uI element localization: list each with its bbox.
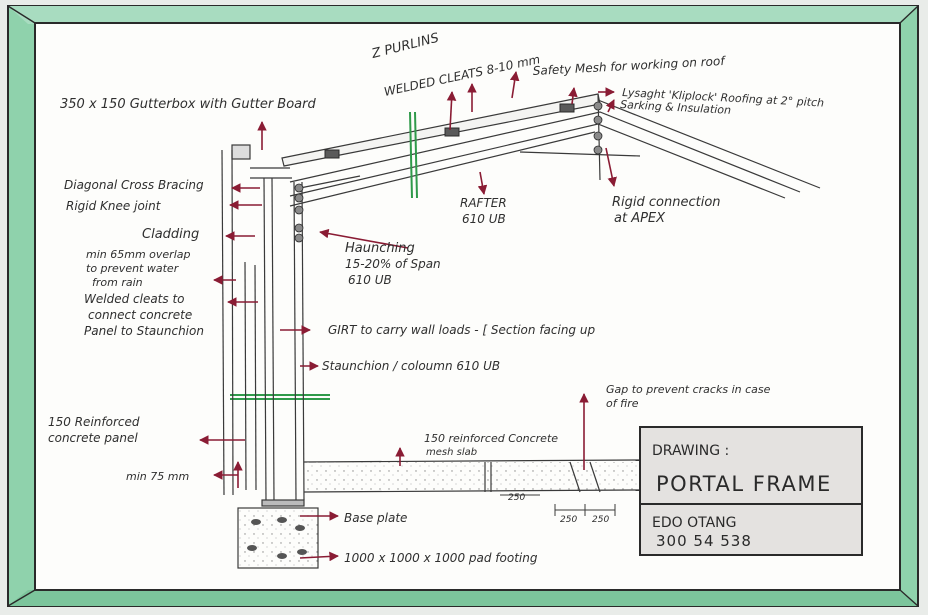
label-rafter-1: RAFTER <box>460 196 507 210</box>
title-block-title: PORTAL FRAME <box>656 472 832 496</box>
knee-joint-bolts <box>294 183 304 243</box>
label-haunching-2: 15-20% of Span <box>345 257 441 271</box>
label-dim-250-b: 250 <box>560 515 577 525</box>
label-slab-2: mesh slab <box>426 447 477 458</box>
green-border-bottom <box>8 590 918 606</box>
label-panel-1: 150 Reinforced <box>48 415 140 429</box>
roof-rafter <box>281 93 821 207</box>
label-dim-250-a: 250 <box>508 493 525 503</box>
label-base-plate: Base plate <box>344 511 407 525</box>
label-cleats-1: Welded cleats to <box>84 292 185 306</box>
floor-slab <box>303 459 641 493</box>
label-diagonal-bracing: Diagonal Cross Bracing <box>64 178 204 192</box>
label-overlap-1: min 65mm overlap <box>86 248 190 261</box>
title-block-student-id: 300 54 538 <box>656 532 752 550</box>
gutterbox <box>231 144 292 179</box>
label-cleats-2: connect concrete <box>88 308 192 322</box>
apex-bolts <box>593 101 603 155</box>
label-haunching-3: 610 UB <box>348 273 392 287</box>
label-stanchion: Staunchion / coloumn 610 UB <box>322 359 500 373</box>
label-haunching-1: Haunching <box>345 241 415 256</box>
label-rafter-2: 610 UB <box>462 212 506 226</box>
label-cladding: Cladding <box>142 227 199 242</box>
title-block: DRAWING : PORTAL FRAME EDO OTANG 300 54 … <box>639 426 863 556</box>
label-overlap-2: to prevent water <box>86 262 180 275</box>
leader-arrows <box>199 71 617 562</box>
title-block-author: EDO OTANG <box>652 515 736 531</box>
label-dim-250-c: 250 <box>592 515 609 525</box>
z-purlins <box>324 103 575 159</box>
label-rigid-apex-2: at APEX <box>614 211 666 226</box>
green-border-top <box>8 6 918 24</box>
label-rigid-apex-1: Rigid connection <box>612 195 721 210</box>
title-block-heading: DRAWING : <box>652 443 729 459</box>
label-panel-2: concrete panel <box>48 431 138 445</box>
label-knee-joint: Rigid Knee joint <box>66 199 162 213</box>
label-gap-2: of fire <box>606 397 639 410</box>
slab-gap-dimensions <box>500 494 616 516</box>
label-roofing-2: Sarking & Insulation <box>620 98 732 117</box>
label-min75: min 75 mm <box>126 470 189 483</box>
label-girt: GIRT to carry wall loads - [ Section fac… <box>328 323 595 337</box>
label-overlap-3: from rain <box>92 276 143 289</box>
label-gap-1: Gap to prevent cracks in case <box>606 383 771 396</box>
label-gutterbox: 350 x 150 Gutterbox with Gutter Board <box>60 97 316 112</box>
label-pad-footing: 1000 x 1000 x 1000 pad footing <box>344 551 538 565</box>
label-cleats-3: Panel to Staunchion <box>84 324 204 338</box>
label-slab-1: 150 reinforced Concrete <box>424 432 558 445</box>
green-markers <box>230 111 418 400</box>
pad-footing <box>237 507 319 569</box>
